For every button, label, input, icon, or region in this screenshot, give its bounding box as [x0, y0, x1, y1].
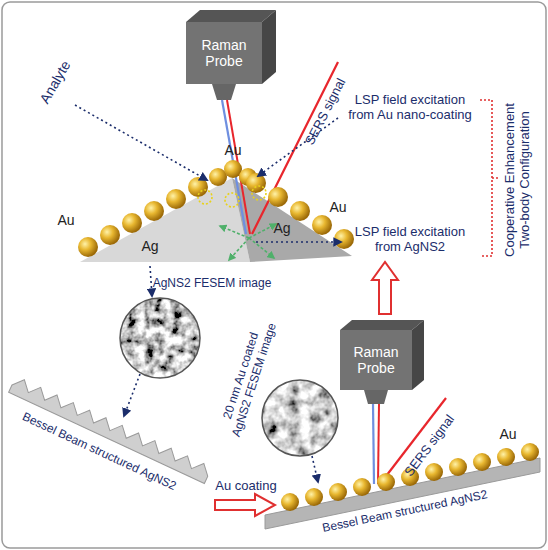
annotation-text: LSP field excitation from AgNS2 [345, 225, 475, 255]
material-label: Au [499, 426, 516, 442]
gold-sphere [521, 443, 539, 461]
material-label: Au [57, 212, 74, 228]
gold-sphere [305, 488, 323, 506]
probe-side-face [262, 10, 276, 84]
gold-sphere [425, 463, 443, 481]
lsp-field-ring [252, 186, 266, 200]
lsp-field-ring [225, 193, 239, 207]
gold-sphere [353, 478, 371, 496]
probe-top-face [340, 320, 424, 330]
gold-sphere [312, 215, 332, 235]
material-label: Au [224, 142, 241, 158]
bracket [480, 100, 500, 256]
gold-sphere [329, 483, 347, 501]
annotation-text: LSP field excitation from Au nano-coatin… [345, 93, 475, 123]
gold-sphere [122, 213, 142, 233]
fesem-image [120, 298, 200, 378]
fesem-texture [120, 298, 200, 378]
node-text: Raman Probe [346, 344, 406, 376]
gold-sphere [144, 201, 164, 221]
laser-beam [222, 100, 246, 234]
gold-spheres [78, 160, 354, 257]
pointer-arrows [75, 105, 341, 482]
gold-sphere [268, 187, 288, 207]
lsp-field-arrow [249, 238, 274, 258]
laser-beam [378, 404, 379, 484]
lsp-field-arrow [229, 238, 249, 260]
image-caption: AgNS2 FESEM image [153, 277, 272, 291]
process-arrow [372, 262, 398, 314]
fesem-border [262, 380, 338, 456]
gold-sphere [281, 493, 299, 511]
fesem-image [262, 380, 338, 456]
lsp-field-arrow [249, 224, 276, 238]
gold-sphere [100, 225, 120, 245]
probe-top-face [186, 10, 276, 22]
pointer-arrow [124, 374, 140, 416]
probe-box: Raman Probe [340, 330, 412, 390]
node-text: Raman Probe [192, 37, 256, 69]
gold-sphere [473, 453, 491, 471]
material-label: Ag [273, 220, 290, 236]
gold-sphere [377, 473, 395, 491]
gold-sphere [449, 458, 467, 476]
sers-beam [252, 62, 338, 234]
lsp-field [198, 186, 266, 207]
bracket-label: Cooperative Enhancement Two-body Configu… [503, 95, 533, 265]
probe-nozzle [212, 84, 236, 100]
fesem-texture [262, 380, 338, 456]
gold-sphere [78, 237, 98, 257]
process-label: Au coating [215, 479, 276, 494]
lsp-field-ring [198, 190, 212, 204]
material-label: Au [329, 199, 346, 215]
gold-sphere [290, 201, 310, 221]
pointer-arrow [312, 456, 318, 482]
probe-box: Raman Probe [186, 22, 262, 84]
process-arrow [215, 494, 275, 516]
pointer-arrow [256, 241, 341, 243]
probe-side-face [412, 320, 424, 390]
pointer-arrow [75, 105, 207, 180]
gold-sphere [334, 229, 354, 249]
ag-face [80, 178, 250, 262]
probe-nozzle [364, 390, 388, 404]
fesem-border [120, 298, 200, 378]
laser-beam [373, 404, 374, 484]
pointer-arrow [150, 266, 152, 296]
material-label: Ag [141, 238, 158, 254]
gold-sphere [166, 189, 186, 209]
lsp-field-arrow [220, 226, 249, 238]
gold-sphere [246, 173, 266, 193]
gold-sphere [497, 448, 515, 466]
